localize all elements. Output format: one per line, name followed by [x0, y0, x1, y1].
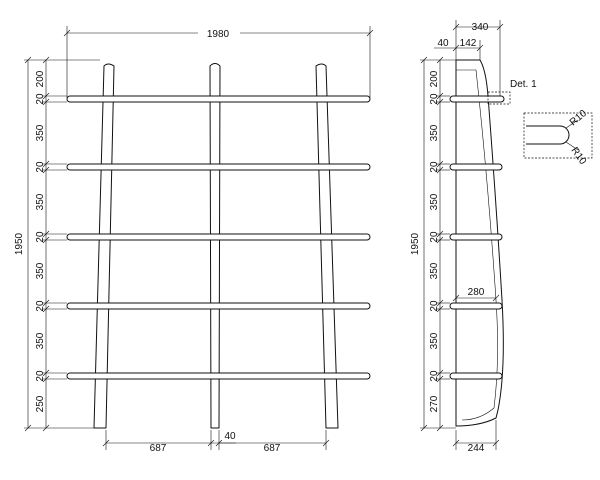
side-shelf-1	[449, 95, 505, 103]
side-post-top-width-label: 40	[437, 38, 449, 49]
front-dim-gap-2: 350	[35, 193, 46, 210]
front-dim-top-200: 200	[35, 70, 46, 87]
side-dim-gap-1: 350	[429, 124, 440, 141]
shelf-5	[66, 372, 371, 380]
side-inner-depth-dimension: 280	[452, 287, 500, 302]
overall-width-dimension: 1980	[63, 26, 374, 98]
overall-width-label: 1980	[207, 29, 230, 40]
side-shelf-4	[449, 302, 503, 310]
detail-frame	[523, 112, 593, 159]
front-dim-shelf-2: 20	[35, 161, 46, 173]
side-shelf-2	[449, 163, 503, 171]
detail-marker	[487, 91, 511, 105]
left-post	[93, 63, 115, 429]
front-dim-gap-3: 350	[35, 262, 46, 279]
side-top-dimensions: 40 142	[434, 38, 484, 60]
side-dim-shelf-2: 20	[429, 161, 440, 173]
detail-shelf-end	[526, 125, 570, 145]
side-dim-shelf-1: 20	[429, 93, 440, 105]
shelf-2	[66, 163, 371, 171]
shelf-4	[66, 302, 371, 310]
side-dim-shelf-3: 20	[429, 231, 440, 243]
side-base-depth-dimension: 244	[452, 420, 500, 454]
side-overall-depth-label: 340	[472, 22, 489, 33]
center-post	[209, 63, 221, 429]
side-dim-shelf-4: 20	[429, 300, 440, 312]
side-dim-bottom-270: 270	[429, 395, 440, 412]
shelf-1	[66, 95, 371, 103]
front-dim-bottom-250: 250	[35, 395, 46, 412]
front-dim-shelf-1: 20	[35, 93, 46, 105]
detail-1: R10 R10	[523, 108, 593, 167]
side-post-top-depth-label: 142	[460, 38, 477, 49]
side-overall-height-label: 1950	[410, 232, 421, 255]
side-overall-height-dimension: 1950	[410, 56, 456, 432]
side-dim-shelf-5: 20	[429, 370, 440, 382]
front-dim-gap-4: 350	[35, 332, 46, 349]
side-dim-top-200: 200	[429, 70, 440, 87]
overall-height-dimension: 1950	[14, 56, 100, 432]
side-shelf-3	[449, 233, 503, 241]
side-dim-gap-2: 350	[429, 193, 440, 210]
side-inner-depth-label: 280	[468, 287, 485, 298]
side-view: Det. 1 340 40 142 1950	[410, 20, 537, 454]
bottom-gap-left-label: 687	[150, 443, 167, 454]
front-dim-shelf-3: 20	[35, 231, 46, 243]
side-post-inner-edge	[456, 69, 498, 421]
side-dim-gap-4: 350	[429, 332, 440, 349]
front-view: 1980 1950 200 20 350 20	[14, 26, 374, 454]
front-dim-shelf-4: 20	[35, 300, 46, 312]
side-vertical-dimension-chain: 200 20 350 20 350 20 350 20 350 20 270	[429, 56, 450, 432]
detail-radius-bottom: R10	[569, 145, 589, 167]
detail-radius-top: R10	[568, 108, 589, 129]
side-base-depth-label: 244	[468, 443, 485, 454]
right-post	[315, 63, 339, 429]
detail-marker-label: Det. 1	[510, 79, 537, 90]
side-post	[455, 59, 504, 427]
front-dim-shelf-5: 20	[35, 370, 46, 382]
vertical-dimension-chain: 200 20 350 20 350 20 350 20 350 20 250	[35, 56, 67, 432]
front-dim-gap-1: 350	[35, 124, 46, 141]
side-dim-gap-3: 350	[429, 262, 440, 279]
shelf-3	[66, 233, 371, 241]
bottom-dimension-chain: 687 40 687	[102, 430, 330, 454]
side-overall-depth-dimension: 340	[452, 20, 504, 96]
bottom-gap-right-label: 687	[264, 443, 281, 454]
center-post-width-label: 40	[224, 431, 236, 442]
overall-height-label: 1950	[14, 232, 25, 255]
side-shelf-5	[449, 372, 503, 380]
